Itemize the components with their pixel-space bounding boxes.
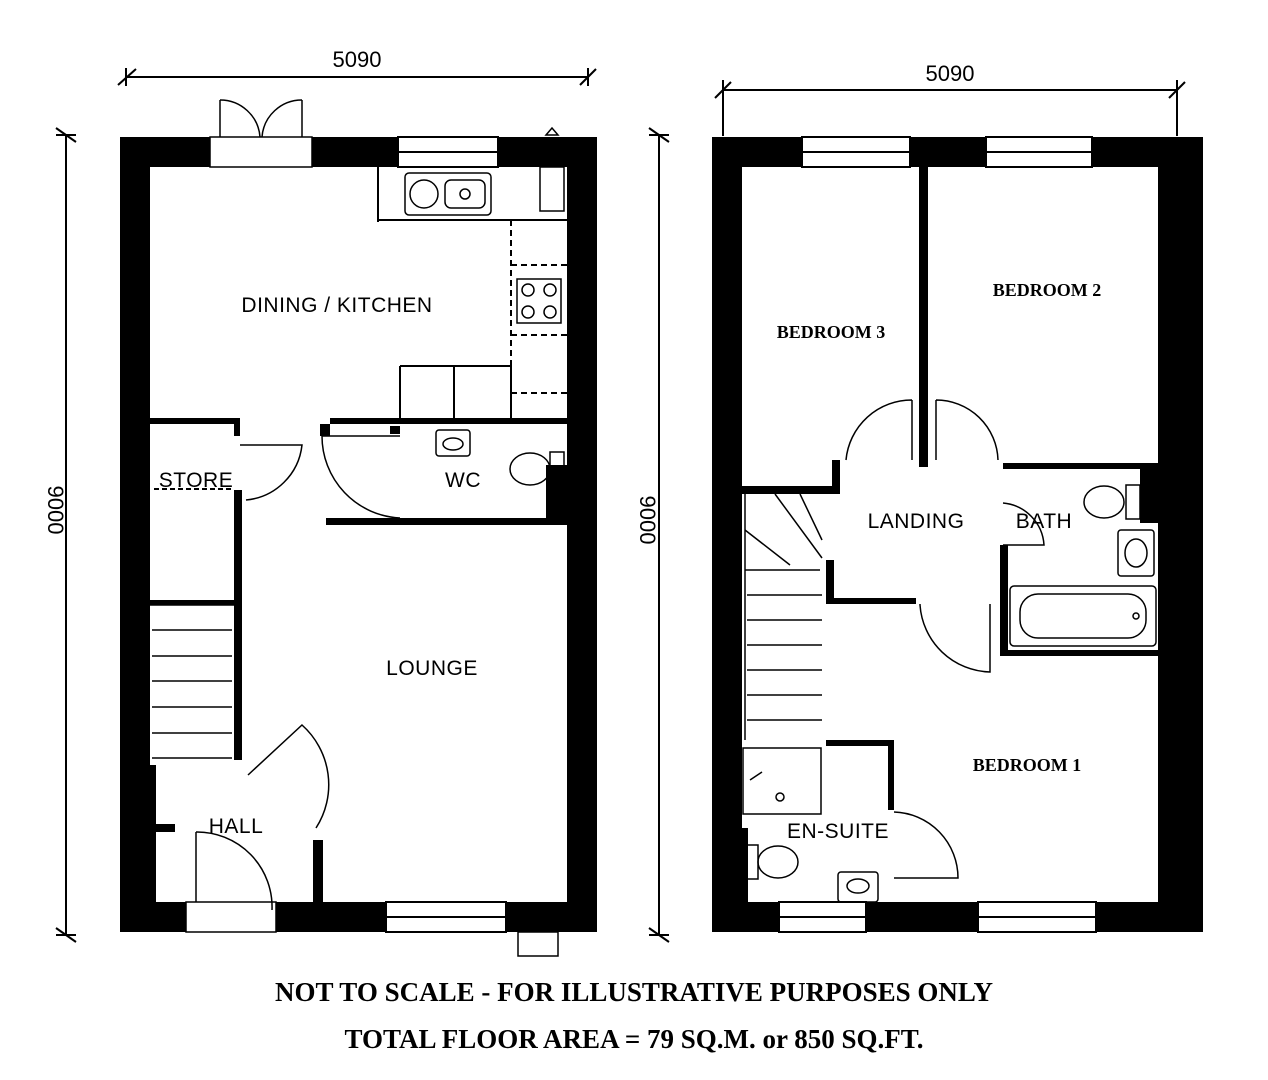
bath-toilet-icon	[1083, 484, 1141, 520]
first-windows	[778, 136, 1097, 933]
ensuite-basin-icon	[837, 871, 879, 903]
label-landing: LANDING	[868, 510, 965, 533]
french-doors	[209, 99, 313, 168]
label-store: STORE	[159, 469, 233, 492]
kitchen-sink-icon	[404, 172, 492, 216]
label-dining-kitchen: DINING / KITCHEN	[241, 294, 432, 317]
ground-staircase	[150, 604, 234, 759]
total-area-text: TOTAL FLOOR AREA = 79 SQ.M. or 850 SQ.FT…	[344, 1024, 924, 1054]
kitchen-units	[377, 167, 567, 420]
ground-windows	[385, 136, 507, 933]
first-depth-dimension	[648, 127, 670, 943]
ground-depth-dimension	[55, 127, 77, 943]
wc-toilet-icon	[509, 451, 565, 487]
first-width-dimension	[714, 80, 1186, 136]
ground-depth-label: 9000	[43, 486, 68, 535]
ground-internal-doors	[240, 435, 401, 829]
shower-icon	[742, 747, 822, 815]
label-wc: WC	[445, 469, 481, 492]
ground-width-dimension	[117, 68, 597, 86]
wc-basin-icon	[435, 429, 471, 457]
ground-outer-walls	[120, 137, 597, 932]
front-door	[185, 831, 277, 933]
label-bedroom-2: BEDROOM 2	[993, 280, 1102, 300]
first-staircase	[744, 493, 823, 740]
first-floor-plan: 5090 9000	[635, 61, 1203, 943]
label-lounge: LOUNGE	[386, 657, 478, 680]
bathtub-icon	[1009, 585, 1157, 647]
label-en-suite: EN-SUITE	[787, 820, 889, 843]
first-width-label: 5090	[926, 61, 975, 86]
label-hall: HALL	[209, 815, 264, 838]
label-bath: BATH	[1016, 510, 1072, 533]
first-internal-doors	[845, 399, 1045, 879]
label-bedroom-1: BEDROOM 1	[973, 755, 1082, 775]
ground-width-label: 5090	[333, 47, 382, 72]
ground-internal-walls	[150, 418, 567, 902]
ensuite-toilet-icon	[743, 844, 799, 880]
hob-icon	[516, 278, 562, 324]
first-outer-walls	[712, 137, 1203, 932]
first-internal-walls	[742, 167, 1158, 902]
bath-basin-icon	[1117, 529, 1155, 577]
meter-box-icon	[517, 931, 559, 957]
disclaimer-text: NOT TO SCALE - FOR ILLUSTRATIVE PURPOSES…	[275, 977, 993, 1007]
first-depth-label: 9000	[635, 496, 660, 545]
ground-floor-plan: 5090 9000	[43, 47, 597, 957]
label-bedroom-3: BEDROOM 3	[777, 322, 886, 342]
boiler-icon	[539, 126, 565, 212]
